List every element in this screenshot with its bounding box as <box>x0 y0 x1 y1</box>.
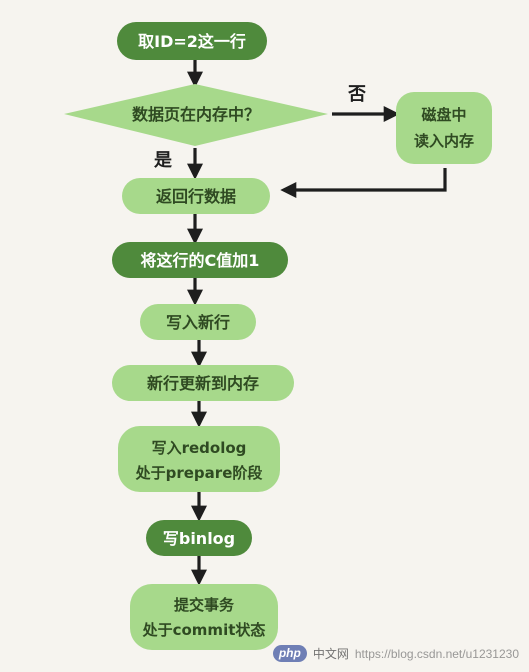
node-write-binlog: 写binlog <box>146 520 252 556</box>
node-write-new-row-label: 写入新行 <box>166 313 230 332</box>
branch-label-no: 否 <box>347 84 366 105</box>
node-commit: 提交事务 处于commit状态 <box>130 584 278 650</box>
node-disk-read-line2: 读入内存 <box>414 132 474 150</box>
node-write-new-row: 写入新行 <box>140 304 256 340</box>
node-fetch-row-label: 取ID=2这一行 <box>138 32 246 51</box>
arrow-disk-to-return <box>280 168 447 198</box>
node-return-row: 返回行数据 <box>122 178 270 214</box>
node-disk-read: 磁盘中 读入内存 <box>396 92 492 164</box>
node-update-memory: 新行更新到内存 <box>112 365 294 401</box>
watermark-site-name: 中文网 <box>312 647 349 661</box>
node-write-binlog-label: 写binlog <box>163 529 235 548</box>
node-write-redolog: 写入redolog 处于prepare阶段 <box>118 426 280 492</box>
node-fetch-row: 取ID=2这一行 <box>117 22 267 60</box>
node-decision-in-memory: 数据页在内存中？ <box>64 84 328 146</box>
node-decision-label: 数据页在内存中？ <box>132 105 260 124</box>
connector-arrows <box>187 58 447 586</box>
node-update-memory-label: 新行更新到内存 <box>147 374 259 393</box>
node-return-row-label: 返回行数据 <box>156 187 236 206</box>
branch-label-yes: 是 <box>153 150 172 171</box>
node-write-redolog-line1: 写入redolog <box>152 439 247 457</box>
watermark: php 中文网 https://blog.csdn.net/u1231230 <box>272 645 519 662</box>
node-increment-c-label: 将这行的C值加1 <box>141 251 260 270</box>
node-commit-line1: 提交事务 <box>174 596 235 614</box>
node-increment-c: 将这行的C值加1 <box>112 242 288 278</box>
node-commit-line2: 处于commit状态 <box>142 621 266 639</box>
node-write-redolog-line2: 处于prepare阶段 <box>135 464 263 482</box>
watermark-logo: php <box>272 645 307 662</box>
node-disk-read-line1: 磁盘中 <box>421 106 466 124</box>
watermark-url: https://blog.csdn.net/u1231230 <box>354 646 519 661</box>
